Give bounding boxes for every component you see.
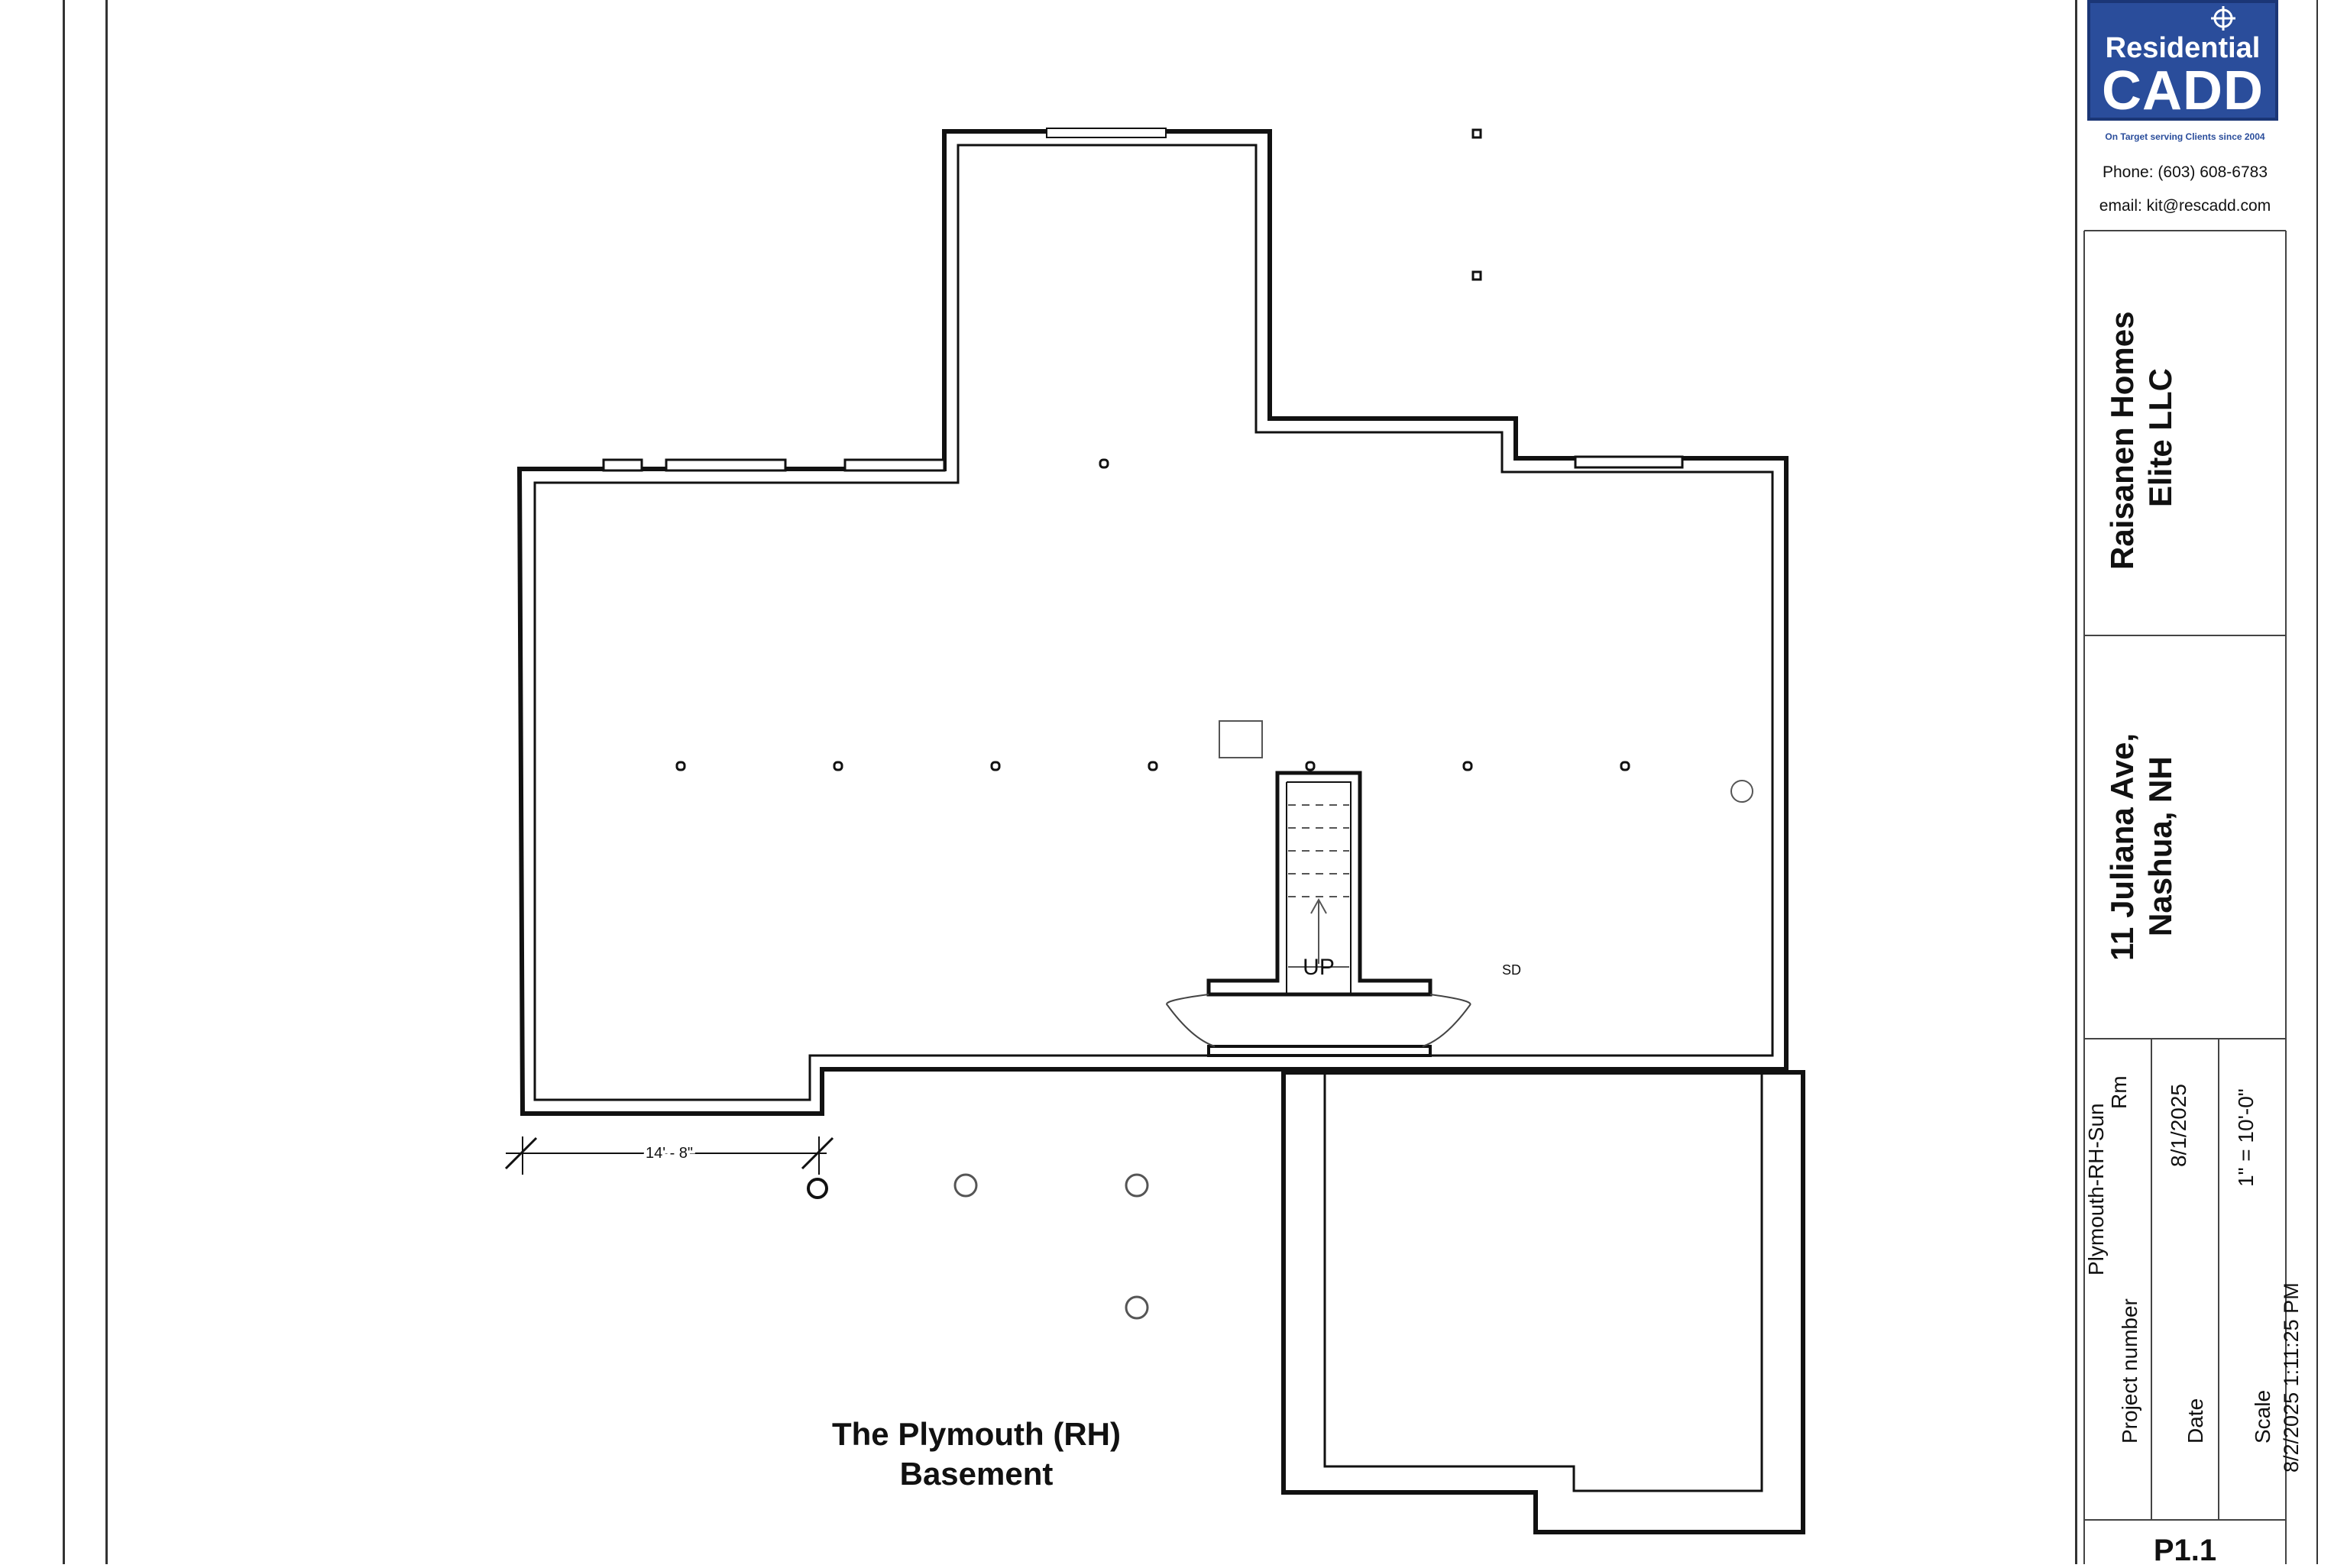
date-label: Date <box>2184 1398 2207 1444</box>
window <box>1574 455 1684 469</box>
project-number-value-line1: Plymouth-RH-Sun <box>2084 1103 2108 1275</box>
drawing-title: The Plymouth (RH) Basement <box>778 1414 1175 1494</box>
water-heater <box>1730 780 1753 803</box>
sheet-border-left-outer <box>63 0 65 1564</box>
deck-post <box>1471 270 1482 281</box>
sunroom-foundation-inner <box>1323 1071 1763 1492</box>
tagline: On Target serving Clients since 2004 <box>2105 131 2265 142</box>
sheet-number: P1.1 <box>2153 1534 2217 1567</box>
basement-floor-plan: UP SD 14' - 8" <box>504 128 1805 1534</box>
window <box>602 458 643 472</box>
scale-label: Scale <box>2251 1389 2274 1444</box>
crosshair-icon <box>2211 6 2235 31</box>
lally-column <box>1099 458 1109 469</box>
address-line2: Nashua, NH <box>2142 756 2178 936</box>
scale-value: 1" = 10'-0" <box>2234 1088 2258 1187</box>
lally-column <box>675 761 686 771</box>
footing <box>953 1173 978 1198</box>
lally-column <box>833 761 843 771</box>
footing <box>1125 1295 1149 1320</box>
client-name-line2: Elite LLC <box>2142 367 2178 507</box>
client-name-line1: Raisanen Homes <box>2104 311 2140 570</box>
mechanical-chase <box>1219 720 1263 758</box>
project-number-label: Project number <box>2118 1298 2141 1444</box>
address-line1: 11 Juliana Ave, <box>2104 732 2140 961</box>
landing-flare <box>1166 994 1471 1047</box>
title-block: Residential CADD On Target serving Clien… <box>2077 0 2294 1567</box>
landing-step <box>1207 1045 1432 1057</box>
lally-column <box>1305 761 1316 771</box>
lally-column <box>1620 761 1630 771</box>
foundation-wall-outer <box>516 129 1789 1116</box>
title-block-grid <box>2083 230 2287 1564</box>
smoke-detector-label: SD <box>1502 962 1521 978</box>
logo-text-residential: Residential <box>2105 32 2261 64</box>
sheet-border-right <box>2075 0 2077 1564</box>
footing <box>807 1178 828 1199</box>
dimension-label: 14' - 8" <box>646 1145 693 1162</box>
window <box>665 458 787 472</box>
phone-number: Phone: (603) 608-6783 <box>2103 163 2268 181</box>
footing <box>1125 1173 1149 1198</box>
sheet-border-left-inner <box>105 0 108 1564</box>
sunroom-foundation-outer <box>1281 1070 1805 1534</box>
door-opening <box>1046 128 1167 138</box>
residential-cadd-logo: Residential CADD <box>2087 0 2278 121</box>
lally-column <box>1462 761 1473 771</box>
logo-text-cadd: CADD <box>2102 60 2264 121</box>
drawing-title-line1: The Plymouth (RH) <box>832 1416 1121 1452</box>
stair-enclosure-inner <box>1286 781 1352 993</box>
window <box>843 458 946 472</box>
drawing-title-line2: Basement <box>899 1456 1054 1492</box>
lally-column <box>1148 761 1158 771</box>
email-address: email: kit@rescadd.com <box>2099 197 2271 215</box>
project-number-value-line2: Rm <box>2107 1075 2131 1109</box>
foundation-wall-inner <box>533 144 1774 1101</box>
stair-label: UP <box>1303 955 1335 980</box>
print-timestamp: 8/2/2025 1:11:25 PM <box>2280 1282 2303 1473</box>
sheet-border-far-right <box>2316 0 2318 1564</box>
date-value: 8/1/2025 <box>2167 1084 2190 1167</box>
lally-column <box>990 761 1001 771</box>
deck-post <box>1471 128 1482 139</box>
